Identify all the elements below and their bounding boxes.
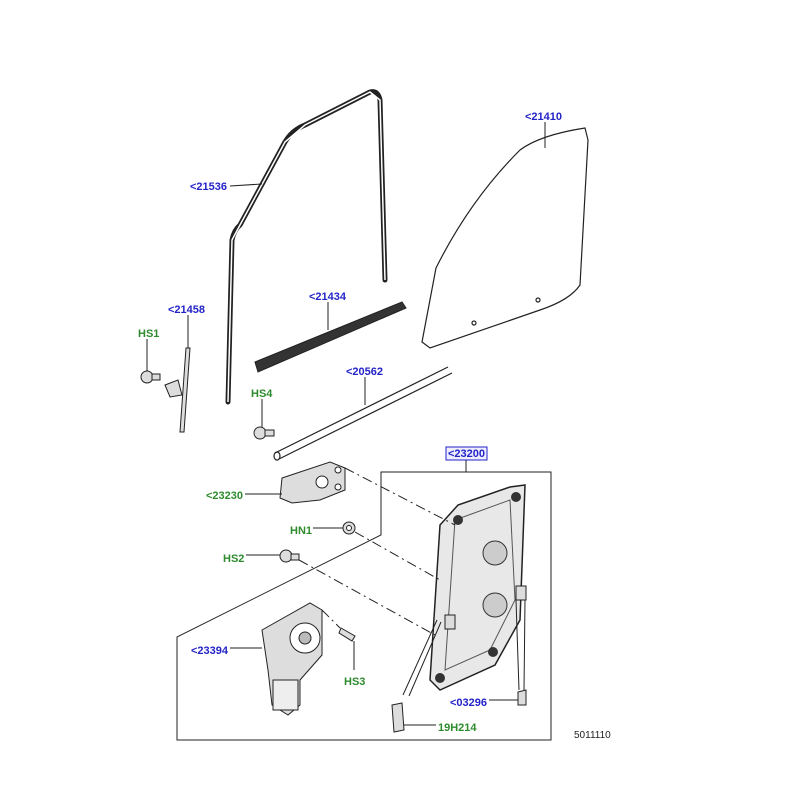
- bolt-hs1[interactable]: [140, 370, 161, 384]
- bracket-part[interactable]: [279, 461, 346, 504]
- inner-belt-seal-part[interactable]: [254, 301, 407, 373]
- window-motor-part[interactable]: [261, 602, 323, 716]
- callout-03296[interactable]: <03296: [450, 697, 487, 709]
- glass-hole: [471, 320, 477, 326]
- screw-hs3[interactable]: [338, 627, 356, 642]
- diagram-reference-number: 5011110: [574, 730, 611, 741]
- callout-21410[interactable]: <21410: [525, 111, 562, 123]
- callout-hs1[interactable]: HS1: [138, 328, 159, 340]
- bolt-hs4[interactable]: [253, 426, 275, 440]
- callout-hn1[interactable]: HN1: [290, 525, 312, 537]
- callout-23200[interactable]: <23200: [448, 448, 485, 460]
- door-weatherstrip-part[interactable]: [225, 89, 388, 405]
- outer-belt-molding-part[interactable]: [273, 366, 453, 461]
- window-glass-part[interactable]: [421, 127, 589, 349]
- assembly-box: [176, 471, 552, 741]
- callout-20562[interactable]: <20562: [346, 366, 383, 378]
- window-regulator-part[interactable]: [429, 484, 527, 691]
- clip-part[interactable]: [517, 689, 527, 706]
- run-channel-part[interactable]: [164, 347, 191, 433]
- callout-21536[interactable]: <21536: [190, 181, 227, 193]
- callout-hs4[interactable]: HS4: [251, 388, 273, 400]
- bolt-hs2[interactable]: [279, 549, 300, 563]
- leader-lines: [146, 122, 546, 726]
- callout-19h214[interactable]: 19H214: [438, 722, 477, 734]
- callout-hs2[interactable]: HS2: [223, 553, 244, 565]
- callout-23394[interactable]: <23394: [191, 645, 229, 657]
- callout-hs3[interactable]: HS3: [344, 676, 365, 688]
- callout-23200-box: [445, 446, 488, 461]
- callout-21434[interactable]: <21434: [309, 291, 347, 303]
- grommet-part[interactable]: [391, 702, 405, 733]
- nut-hn1[interactable]: [342, 521, 356, 535]
- callout-23230[interactable]: <23230: [206, 490, 243, 502]
- callout-21458[interactable]: <21458: [168, 304, 205, 316]
- glass-hole: [535, 297, 541, 303]
